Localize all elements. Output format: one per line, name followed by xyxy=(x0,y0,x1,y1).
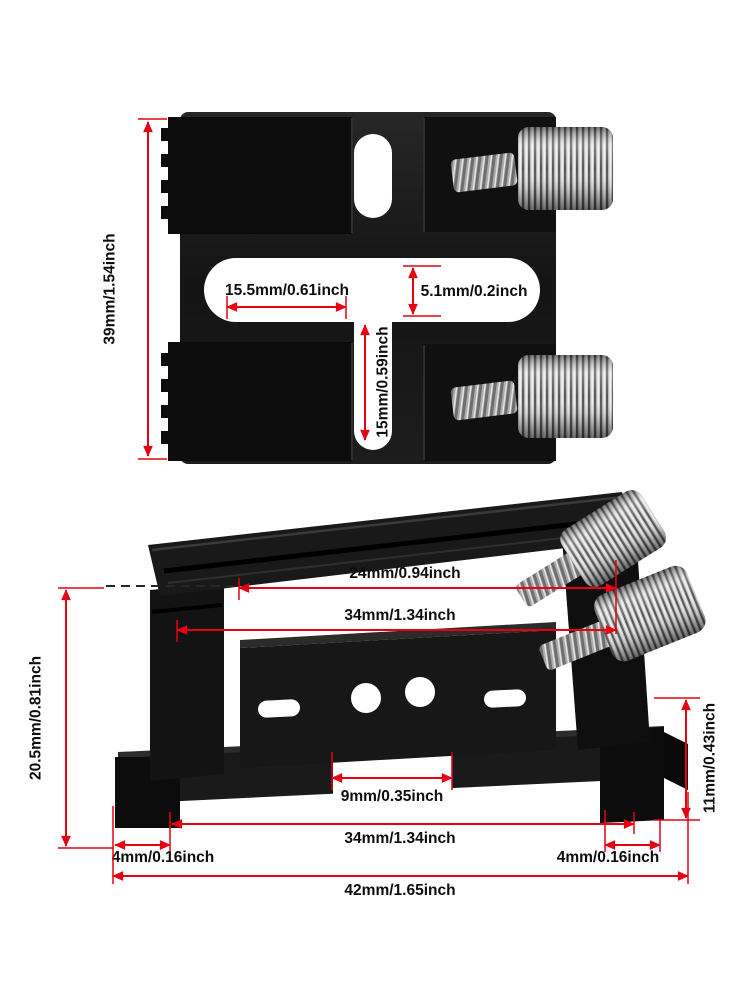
top-view-bracket xyxy=(161,112,613,464)
plate-slot-left xyxy=(258,699,301,718)
side-view-bracket xyxy=(115,490,706,828)
thumbscrew-shaft-bottom xyxy=(450,380,518,421)
plate-hole-left xyxy=(351,683,381,713)
rail-highlight xyxy=(151,495,624,552)
left-upright-groove xyxy=(151,603,223,614)
top-view-dimensions: 39mm/1.54inch 15.5mm/0.61inch 5.1mm/0.2i… xyxy=(102,118,528,460)
dim-label-between-feet: 34mm/1.34inch xyxy=(344,830,455,847)
dim-label-inner-span: 24mm/0.94inch xyxy=(349,565,460,582)
clamp-jaw-bottom xyxy=(168,342,352,461)
plate-slot-right xyxy=(484,689,527,708)
rail-groove-highlight xyxy=(167,530,625,584)
dim-label-overall-width: 42mm/1.65inch xyxy=(344,882,455,899)
dim-label-side-overall-height: 20.5mm/0.81inch xyxy=(28,656,45,780)
dim-label-top-overall-height: 39mm/1.54inch xyxy=(102,233,119,344)
dim-label-base-edge-height: 11mm/0.43inch xyxy=(702,703,719,813)
side-view-dimensions: 24mm/0.94inch 34mm/1.34inch 20.5mm/0.81i… xyxy=(28,560,719,899)
dim-label-center-slot-length: 15mm/0.59inch xyxy=(375,326,392,437)
plate-hole-right xyxy=(405,677,435,707)
dim-label-left-slot-width: 15.5mm/0.61inch xyxy=(225,282,349,299)
rail-groove xyxy=(163,516,621,574)
clamp-jaw-top xyxy=(168,117,352,234)
thumbscrew-knob-bottom xyxy=(518,355,613,438)
slot-top-vertical xyxy=(354,134,392,218)
thumbscrew-knob-top xyxy=(518,127,613,210)
dim-label-center-slot-width: 9mm/0.35inch xyxy=(341,788,444,805)
dim-label-cross-slot-height: 5.1mm/0.2inch xyxy=(421,283,528,300)
base-side-face xyxy=(664,732,688,790)
right-foot xyxy=(600,727,664,823)
center-plate-front xyxy=(240,630,556,768)
dim-label-left-foot: 4mm/0.16inch xyxy=(112,849,215,866)
dim-label-saddle-width: 34mm/1.34inch xyxy=(344,607,455,624)
dim-label-right-foot: 4mm/0.16inch xyxy=(557,849,660,866)
side-thumbscrew-lower xyxy=(539,565,706,670)
thumbscrew-shaft-top xyxy=(450,152,518,193)
jaw-serrations xyxy=(161,128,169,444)
